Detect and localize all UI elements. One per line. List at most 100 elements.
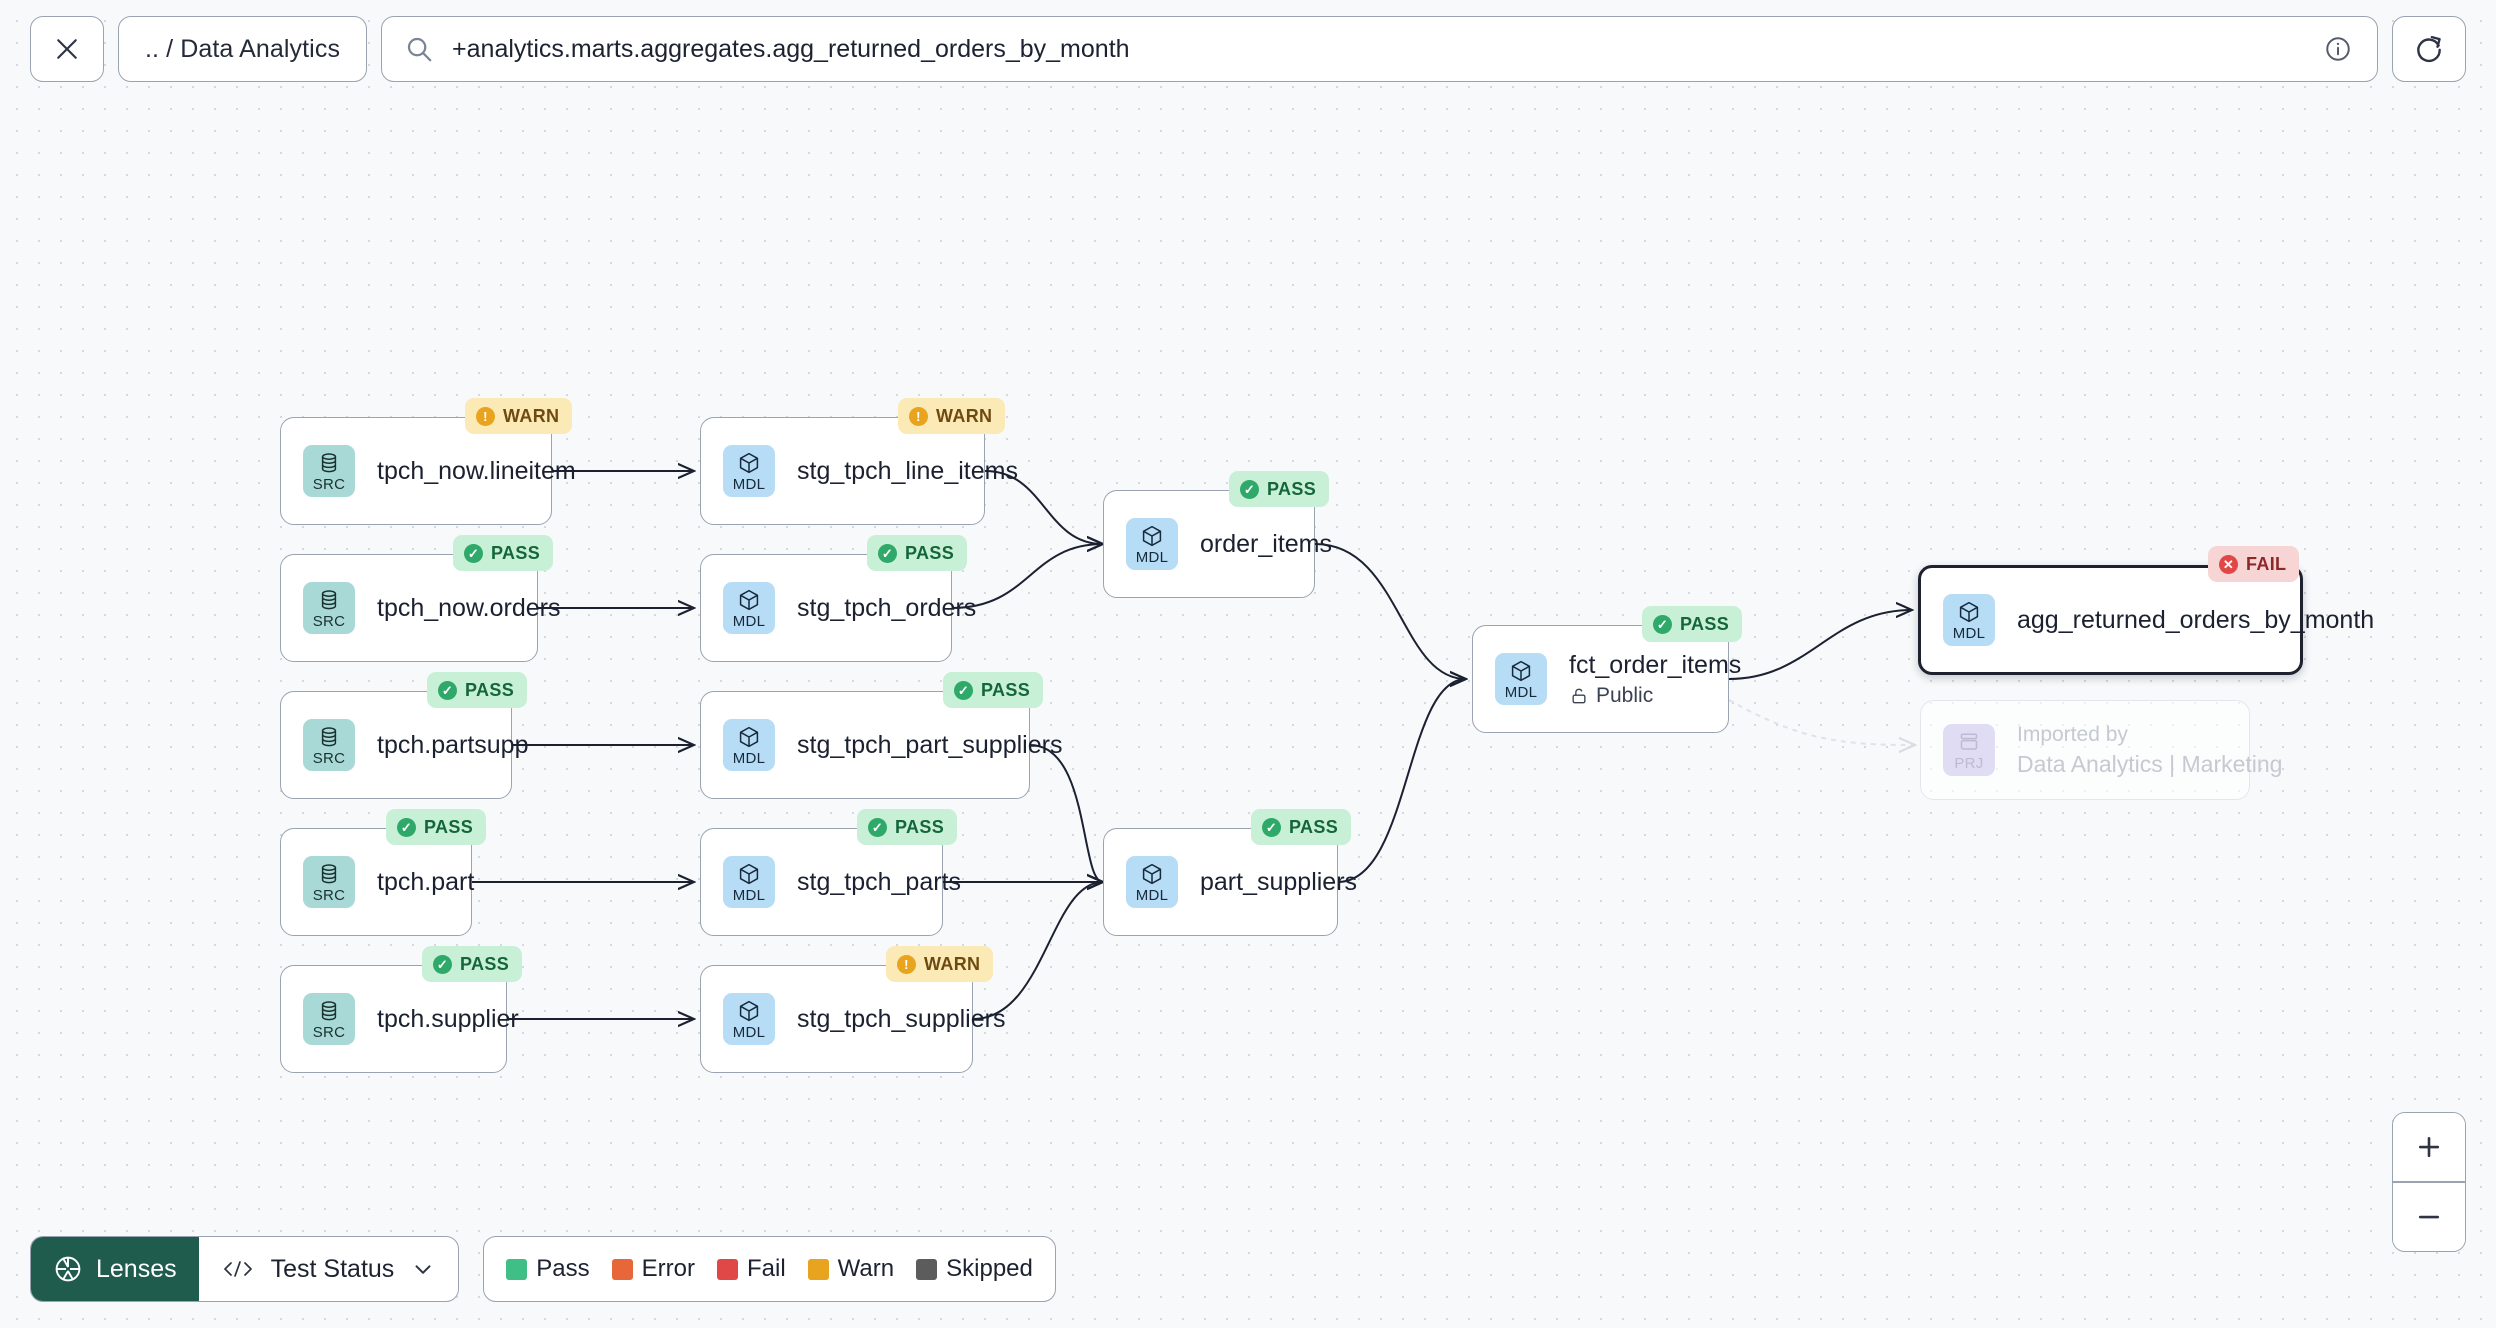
node-text: tpch_now.lineitem [377, 456, 576, 486]
status-badge-pass: ✓PASS [867, 535, 968, 571]
status-badge-pass: ✓PASS [943, 672, 1044, 708]
legend-item-warn[interactable]: Warn [807, 1255, 894, 1283]
check-icon: ✓ [433, 954, 452, 974]
legend-swatch [807, 1258, 829, 1280]
close-button[interactable] [30, 16, 104, 82]
src-node-icon: SRC [303, 582, 355, 634]
node-text: part_suppliers [1200, 868, 1357, 897]
graph-node-stg_tpch_parts[interactable]: MDL stg_tpch_parts [700, 828, 961, 936]
check-icon: ✓ [464, 543, 483, 563]
node-type-tag: MDL [732, 475, 766, 493]
refresh-button[interactable] [2392, 16, 2466, 82]
check-icon: ✓ [868, 817, 887, 837]
status-badge-fail: ✕FAIL [2208, 546, 2300, 582]
graph-node-tpch_now_lineitem[interactable]: SRC tpch_now.lineitem [280, 417, 576, 525]
graph-edge [1337, 679, 1466, 883]
test-status-label: Test Status [270, 1254, 395, 1283]
info-icon[interactable] [2323, 34, 2353, 64]
top-toolbar: .. / Data Analytics +analytics.marts.agg… [0, 0, 2496, 98]
graph-node-stg_tpch_suppliers[interactable]: MDL stg_tpch_suppliers [700, 965, 1006, 1073]
close-icon [52, 34, 82, 64]
node-label: fct_order_items [1569, 650, 1742, 679]
check-icon: ✓ [1653, 614, 1672, 634]
mdl-node-icon: MDL [723, 582, 775, 634]
ghost-edge [1728, 699, 1915, 745]
legend-item-skipped[interactable]: Skipped [916, 1255, 1033, 1283]
graph-edge [972, 882, 1103, 1020]
legend-item-pass[interactable]: Pass [506, 1255, 590, 1283]
node-text: order_items [1200, 530, 1332, 559]
node-label: stg_tpch_parts [797, 867, 961, 896]
node-label: stg_tpch_orders [797, 593, 977, 622]
graph-node-wrapper: SRC tpch_now.lineitem !WARN [280, 398, 576, 525]
node-text: tpch.partsupp [377, 730, 529, 760]
lenses-button[interactable]: Lenses [31, 1237, 199, 1301]
legend-swatch [916, 1258, 938, 1280]
graph-node-stg_tpch_orders[interactable]: MDL stg_tpch_orders [700, 554, 977, 662]
node-label: tpch_now.lineitem [377, 456, 576, 485]
database-icon [317, 588, 341, 612]
test-status-filter[interactable]: Test Status [199, 1237, 459, 1301]
node-label: stg_tpch_suppliers [797, 1004, 1006, 1033]
status-badge-label: PASS [905, 542, 955, 563]
mdl-node-icon: MDL [1943, 594, 1995, 646]
cube-icon [1509, 659, 1533, 683]
node-label: tpch.partsupp [377, 730, 529, 759]
legend-swatch [611, 1258, 633, 1280]
zoom-in-button[interactable] [2393, 1113, 2465, 1182]
cube-icon [737, 588, 761, 612]
code-icon [221, 1257, 255, 1281]
legend-item-fail[interactable]: Fail [717, 1255, 786, 1283]
node-type-tag: MDL [732, 1023, 766, 1041]
mdl-node-icon: MDL [723, 993, 775, 1045]
zoom-controls [2392, 1112, 2466, 1252]
search-input[interactable]: +analytics.marts.aggregates.agg_returned… [452, 34, 1130, 63]
legend-item-error[interactable]: Error [611, 1255, 695, 1283]
src-node-icon: SRC [303, 445, 355, 497]
graph-edge [1314, 543, 1466, 679]
legend-label: Error [641, 1255, 695, 1282]
breadcrumb[interactable]: .. / Data Analytics [118, 16, 368, 82]
legend-swatch [717, 1258, 738, 1280]
chevron-down-icon [410, 1256, 436, 1282]
node-type-tag: MDL [732, 886, 766, 904]
status-badge-warn: !WARN [465, 398, 573, 434]
node-text: stg_tpch_orders [797, 593, 977, 623]
error-icon: ✕ [2219, 554, 2238, 574]
node-text: stg_tpch_suppliers [797, 1004, 1006, 1034]
node-text: stg_tpch_part_suppliers [797, 730, 1063, 760]
legend-swatch [506, 1258, 528, 1280]
node-text: stg_tpch_parts [797, 867, 961, 897]
legend-label: Skipped [946, 1255, 1033, 1282]
status-badge-pass: ✓PASS [1251, 809, 1352, 845]
node-label: stg_tpch_part_suppliers [797, 730, 1063, 759]
status-legend: Pass Error Fail Warn Skipped [483, 1236, 1056, 1302]
database-icon [317, 999, 341, 1023]
node-type-tag: SRC [312, 612, 346, 630]
status-badge-label: PASS [1267, 478, 1317, 499]
status-badge-warn: !WARN [886, 946, 994, 982]
zoom-divider [2393, 1181, 2465, 1183]
status-badge-label: PASS [465, 679, 515, 700]
search-bar[interactable]: +analytics.marts.aggregates.agg_returned… [381, 16, 2378, 82]
cube-icon [737, 451, 761, 475]
node-visibility-label: Public [1596, 683, 1654, 707]
zoom-out-button[interactable] [2393, 1183, 2465, 1251]
